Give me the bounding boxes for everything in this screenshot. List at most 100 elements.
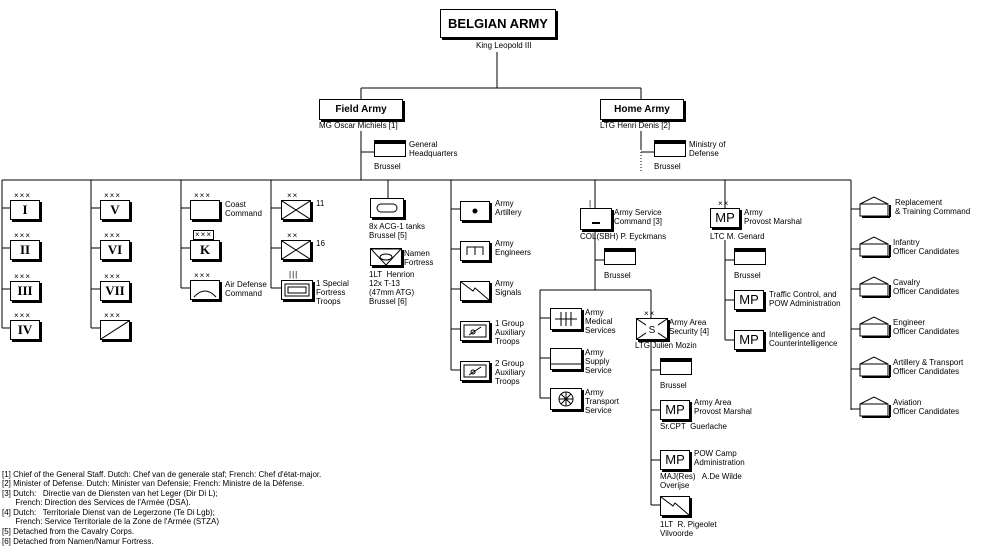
supply-service-icon xyxy=(550,348,582,370)
transport-service-label: Army Transport Service xyxy=(585,388,619,415)
engineers-icon xyxy=(460,241,490,261)
aas-provost-label: Army Area Provost Marshal xyxy=(694,398,752,416)
fortress-echelon-marker: ||| xyxy=(289,270,299,279)
apm-commander: LTC M. Genard xyxy=(710,232,765,241)
aas-icon: S xyxy=(636,318,668,340)
corps-echelon-marker: ××× xyxy=(14,311,32,320)
medical-services-label: Army Medical Services xyxy=(585,308,616,335)
corps-IV-box: IV xyxy=(10,320,40,340)
school-engineer-label: Engineer Officer Candidates xyxy=(893,318,960,336)
asc-location: Brussel xyxy=(604,271,631,280)
pow-camp-mp-box: MP xyxy=(660,450,690,470)
army-engineers-label: Army Engineers xyxy=(495,239,532,257)
cavalry-corps-icon xyxy=(100,320,130,340)
transport-service-icon xyxy=(550,388,582,410)
coast-command-icon xyxy=(190,200,220,220)
apm-flag-icon xyxy=(734,248,766,265)
school-cavalry-label: Cavalry Officer Candidates xyxy=(893,278,960,296)
apm-mp-box: MP xyxy=(710,208,740,228)
school-replacement-label: Replacement & Training Command xyxy=(895,198,971,216)
fortress-troops-label: 1 Special Fortress Troops xyxy=(316,279,349,306)
coast-command-label: Coast Command xyxy=(225,200,262,218)
army-artillery-label: Army Artillery xyxy=(495,199,522,217)
traffic-control-mp-box: MP xyxy=(734,290,764,310)
school-building-icon xyxy=(859,396,891,418)
school-building-icon xyxy=(859,236,891,258)
corps-III-box: III xyxy=(10,281,40,301)
aas-flag-icon xyxy=(660,358,692,375)
pow-camp-label: POW Camp Administration xyxy=(694,449,745,467)
general-hq-flag-icon xyxy=(374,140,406,157)
fortress-troops-icon xyxy=(281,280,313,300)
footnote: [6] Detached from Namen/Namur Fortress. xyxy=(2,537,154,546)
school-building-icon xyxy=(859,356,891,378)
school-infantry-label: Infantry Officer Candidates xyxy=(893,238,960,256)
intelligence-mp-box: MP xyxy=(734,330,764,350)
traffic-control-label: Traffic Control, and POW Administration xyxy=(769,290,841,308)
apm-echelon-marker: ×× xyxy=(718,199,730,208)
apm-label: Army Provost Marshal xyxy=(744,208,802,226)
aas-location: Brussel xyxy=(660,381,687,390)
corps-echelon-marker: ××× xyxy=(104,231,122,240)
div-echelon-marker: ×× xyxy=(287,231,299,240)
air-defense-label: Air Defense Command xyxy=(225,280,267,298)
corps-VII-box: VII xyxy=(100,281,130,301)
school-building-icon xyxy=(859,196,891,218)
asc-echelon-marker: | xyxy=(589,199,593,208)
footnote: [4] Dutch: Territoriale Dienst van de Le… xyxy=(2,508,215,517)
tank-unit-label: 8x ACG-1 tanks Brussel [5] xyxy=(369,222,426,240)
auxiliary-2-icon xyxy=(460,361,490,381)
coast-echelon-marker: ××× xyxy=(194,191,212,200)
div-16-label: 16 xyxy=(316,239,325,248)
air-defense-icon xyxy=(190,280,220,300)
ministry-label: Ministry of Defense xyxy=(689,140,726,158)
corps-echelon-marker: ××× xyxy=(14,191,32,200)
apm-location: Brussel xyxy=(734,271,761,280)
signals-icon xyxy=(460,281,490,301)
school-aviation-label: Aviation Officer Candidates xyxy=(893,398,960,416)
ministry-location: Brussel xyxy=(654,162,681,171)
auxiliary-1-icon xyxy=(460,321,490,341)
aas-label: Army Area Security [4] xyxy=(669,318,710,336)
footnote: French: Service Territoriale de la Zone … xyxy=(2,517,220,526)
div-echelon-marker: ×× xyxy=(287,191,299,200)
cavalry-echelon-marker: ××× xyxy=(193,230,215,240)
pow-camp-detail: MAJ(Res) A.De Wilde Overijse xyxy=(660,472,742,490)
infantry-div-11-icon xyxy=(281,200,311,220)
field-army-commander: MG Oscar Michiels [1] xyxy=(319,121,398,130)
corps-echelon-marker: ××× xyxy=(14,231,32,240)
aas-commander: LTG Julien Mozin xyxy=(635,341,697,350)
medical-services-icon xyxy=(550,308,582,330)
infantry-div-16-icon xyxy=(281,240,311,260)
aas-mark: S xyxy=(649,325,656,336)
home-army-commander: LTG Henri Denis [2] xyxy=(600,121,671,130)
intelligence-label: Intelligence and Counterintelligence xyxy=(769,330,838,348)
corps-II-box: II xyxy=(10,240,40,260)
auxiliary-2-label: 2 Group Auxiliary Troops xyxy=(495,359,526,386)
footnote: [2] Minister of Defense. Dutch: Minister… xyxy=(2,479,305,488)
namen-fortress-detail: 1LT Henrion 12x T-13 (47mm ATG) Brussel … xyxy=(369,270,415,306)
signals-unit-icon xyxy=(660,496,690,516)
field-army-box: Field Army xyxy=(319,99,403,120)
asc-commander: COL(SBH) P. Eyckmans xyxy=(580,232,667,241)
pigeolet-detail: 1LT R. Pigeolet Vilvoorde xyxy=(660,520,717,538)
corps-VI-box: VI xyxy=(100,240,130,260)
cavalry-K-box: K xyxy=(190,240,220,260)
asc-label: Army Service Command [3] xyxy=(614,208,663,226)
school-building-icon xyxy=(859,316,891,338)
army-signals-label: Army Signals xyxy=(495,279,522,297)
artillery-icon xyxy=(460,201,490,221)
general-hq-location: Brussel xyxy=(374,162,401,171)
school-building-icon xyxy=(859,276,891,298)
footnote: [3] Dutch: Directie van de Diensten van … xyxy=(2,489,218,498)
namen-fortress-label: Namen Fortress xyxy=(404,249,434,267)
footnote: [5] Detached from the Cavalry Corps. xyxy=(2,527,135,536)
belgian-army-box: BELGIAN ARMY xyxy=(440,9,556,38)
tank-unit-icon xyxy=(370,198,404,218)
home-army-box: Home Army xyxy=(600,99,684,120)
footnote: French: Direction des Services de l'Armé… xyxy=(2,498,191,507)
namen-fortress-icon xyxy=(370,248,402,266)
aas-provost-mp-box: MP xyxy=(660,400,690,420)
air-defense-echelon-marker: ××× xyxy=(194,271,212,280)
